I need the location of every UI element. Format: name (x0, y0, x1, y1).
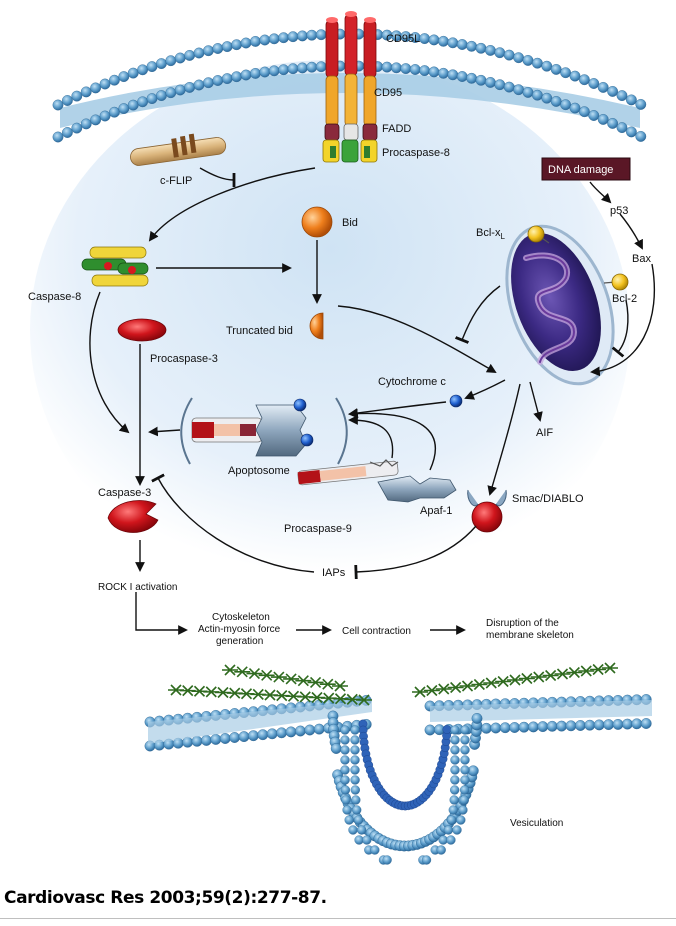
label-disruption-2: membrane skeleton (486, 630, 574, 641)
label-truncated-bid: Truncated bid (226, 325, 293, 337)
label-cd95l: CD95L (386, 33, 420, 45)
actin-filaments (168, 662, 618, 706)
label-aif: AIF (536, 427, 553, 439)
fadd-adapter (324, 123, 378, 141)
smac-diablo-protein (467, 489, 507, 533)
apaf-1-protein (377, 475, 457, 503)
procaspase-3-protein (117, 318, 167, 342)
bcl2-protein (611, 273, 629, 291)
label-rock-activation: ROCK I activation (98, 582, 177, 593)
label-actin-myosin: Actin-myosin force (198, 624, 281, 635)
cflip-protein (130, 133, 227, 166)
cd95-receptor-complex (322, 11, 378, 163)
label-cytochrome-c: Cytochrome c (378, 376, 446, 388)
label-cytoskeleton: Cytoskeleton (212, 612, 270, 623)
label-p53: p53 (610, 205, 628, 217)
bid-protein (301, 206, 333, 238)
label-bclxl: Bcl-xL (476, 227, 505, 241)
cd95l-ligand (325, 11, 377, 79)
bottom-divider (0, 918, 676, 919)
dna-damage-box (541, 157, 631, 181)
caspase-3-protein (107, 500, 159, 533)
procaspase-9-protein (297, 459, 399, 486)
label-procaspase-3: Procaspase-3 (150, 353, 218, 365)
mitochondrion (505, 224, 615, 386)
caspase-8-active (81, 246, 149, 287)
plasma-membrane-bottom (144, 694, 652, 865)
label-cd95: CD95 (374, 87, 402, 99)
bclxl-protein (527, 225, 545, 243)
label-generation: generation (216, 636, 263, 647)
label-iaps: IAPs (322, 567, 346, 579)
cd95-receptor (325, 73, 377, 127)
label-apoptosome: Apoptosome (228, 465, 290, 477)
label-procaspase-9: Procaspase-9 (284, 523, 352, 535)
label-vesiculation: Vesiculation (510, 818, 563, 829)
label-dna-damage: DNA damage (548, 164, 613, 176)
procaspase-8-complex (322, 139, 378, 163)
label-bid: Bid (342, 217, 358, 229)
cytochrome-c-protein (449, 394, 463, 408)
label-disruption-1: Disruption of the (486, 618, 559, 629)
label-bax: Bax (632, 253, 651, 265)
label-cell-contraction: Cell contraction (342, 626, 411, 637)
label-bcl2: Bcl-2 (612, 293, 637, 305)
label-cflip: c-FLIP (160, 175, 192, 187)
apoptosome-complex (180, 397, 348, 465)
label-caspase-3: Caspase-3 (98, 487, 151, 499)
truncated-bid-protein (309, 312, 324, 340)
citation-text: Cardiovasc Res 2003;59(2):277-87. (4, 888, 327, 908)
label-fadd: FADD (382, 123, 411, 135)
label-caspase-8: Caspase-8 (28, 291, 81, 303)
label-smac-diablo: Smac/DIABLO (512, 493, 584, 505)
cell-interior (30, 60, 630, 600)
label-apaf-1: Apaf-1 (420, 505, 452, 517)
pathway-arrows (89, 167, 656, 635)
label-procaspase-8: Procaspase-8 (382, 147, 450, 159)
